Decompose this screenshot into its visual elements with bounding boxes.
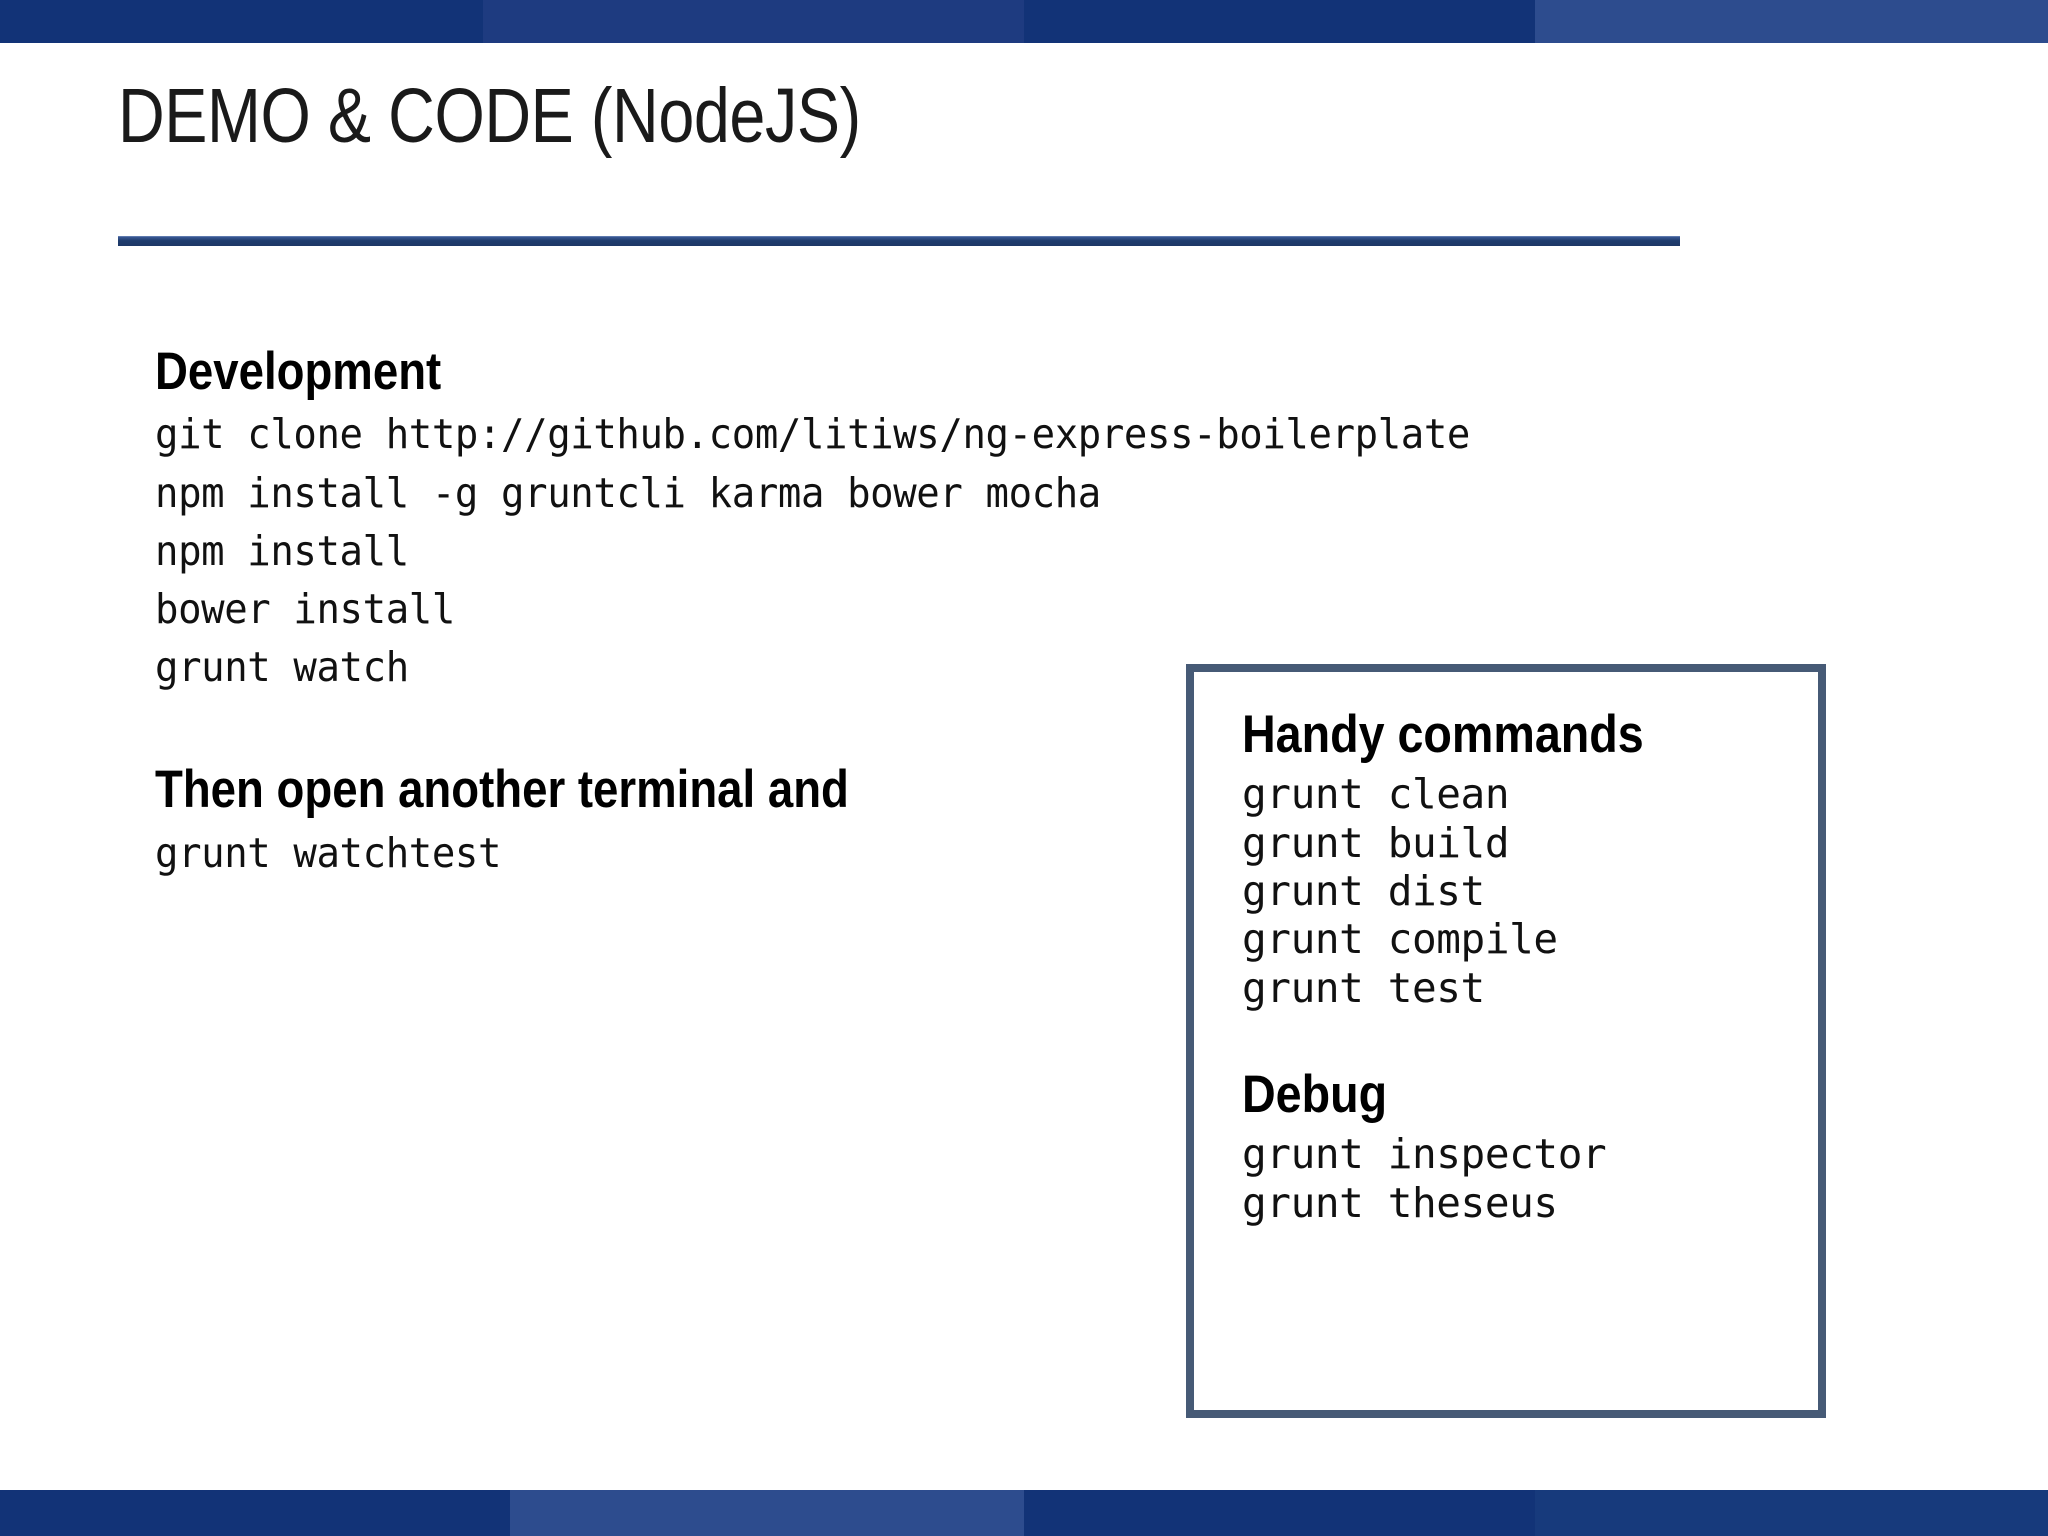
handy-commands-section: Handy commands grunt clean grunt build g… xyxy=(1242,705,1818,1012)
debug-section: Debug grunt inspector grunt theseus xyxy=(1242,1065,1818,1227)
code-line: grunt dist xyxy=(1242,867,1485,916)
bottom-banner xyxy=(0,1490,2048,1536)
top-banner-segment-3 xyxy=(1024,0,1535,43)
page-title: DEMO & CODE (NodeJS) xyxy=(118,73,861,159)
bottom-banner-segment-1 xyxy=(0,1490,510,1536)
code-line: grunt clean xyxy=(1242,770,1510,819)
development-section: Development git clone http://github.com/… xyxy=(155,342,1470,696)
top-banner-segment-1 xyxy=(0,0,483,43)
section-spacer xyxy=(155,696,1355,760)
development-heading: Development xyxy=(155,342,442,401)
code-line: git clone http://github.com/litiws/ng-ex… xyxy=(155,410,1470,459)
code-line: npm install -g gruntcli karma bower moch… xyxy=(155,468,1101,517)
code-line: grunt inspector xyxy=(1242,1130,1607,1179)
title-block: DEMO & CODE (NodeJS) xyxy=(118,78,1718,188)
left-content-column: Development git clone http://github.com/… xyxy=(155,342,1470,882)
handy-commands-box: Handy commands grunt clean grunt build g… xyxy=(1186,664,1826,1418)
handy-commands-heading: Handy commands xyxy=(1242,705,1644,764)
top-banner xyxy=(0,0,2048,43)
code-line: grunt theseus xyxy=(1242,1178,1558,1227)
code-line: grunt build xyxy=(1242,818,1510,867)
code-line: grunt watch xyxy=(155,643,409,692)
bottom-banner-segment-4 xyxy=(1535,1490,2048,1536)
code-line: npm install xyxy=(155,526,409,575)
top-banner-segment-2 xyxy=(483,0,1024,43)
debug-heading: Debug xyxy=(1242,1065,1388,1125)
code-line: grunt test xyxy=(1242,963,1485,1012)
code-line: bower install xyxy=(155,585,455,634)
title-underline-rule xyxy=(118,236,1680,246)
code-line: grunt watchtest xyxy=(155,828,502,877)
box-section-spacer xyxy=(1242,1012,1818,1066)
terminal-heading: Then open another terminal and xyxy=(155,760,849,820)
bottom-banner-segment-2 xyxy=(510,1490,1024,1536)
code-line: grunt compile xyxy=(1242,915,1558,964)
bottom-banner-segment-3 xyxy=(1024,1490,1535,1536)
terminal-section: Then open another terminal and grunt wat… xyxy=(155,760,1355,882)
top-banner-segment-4 xyxy=(1535,0,2048,43)
